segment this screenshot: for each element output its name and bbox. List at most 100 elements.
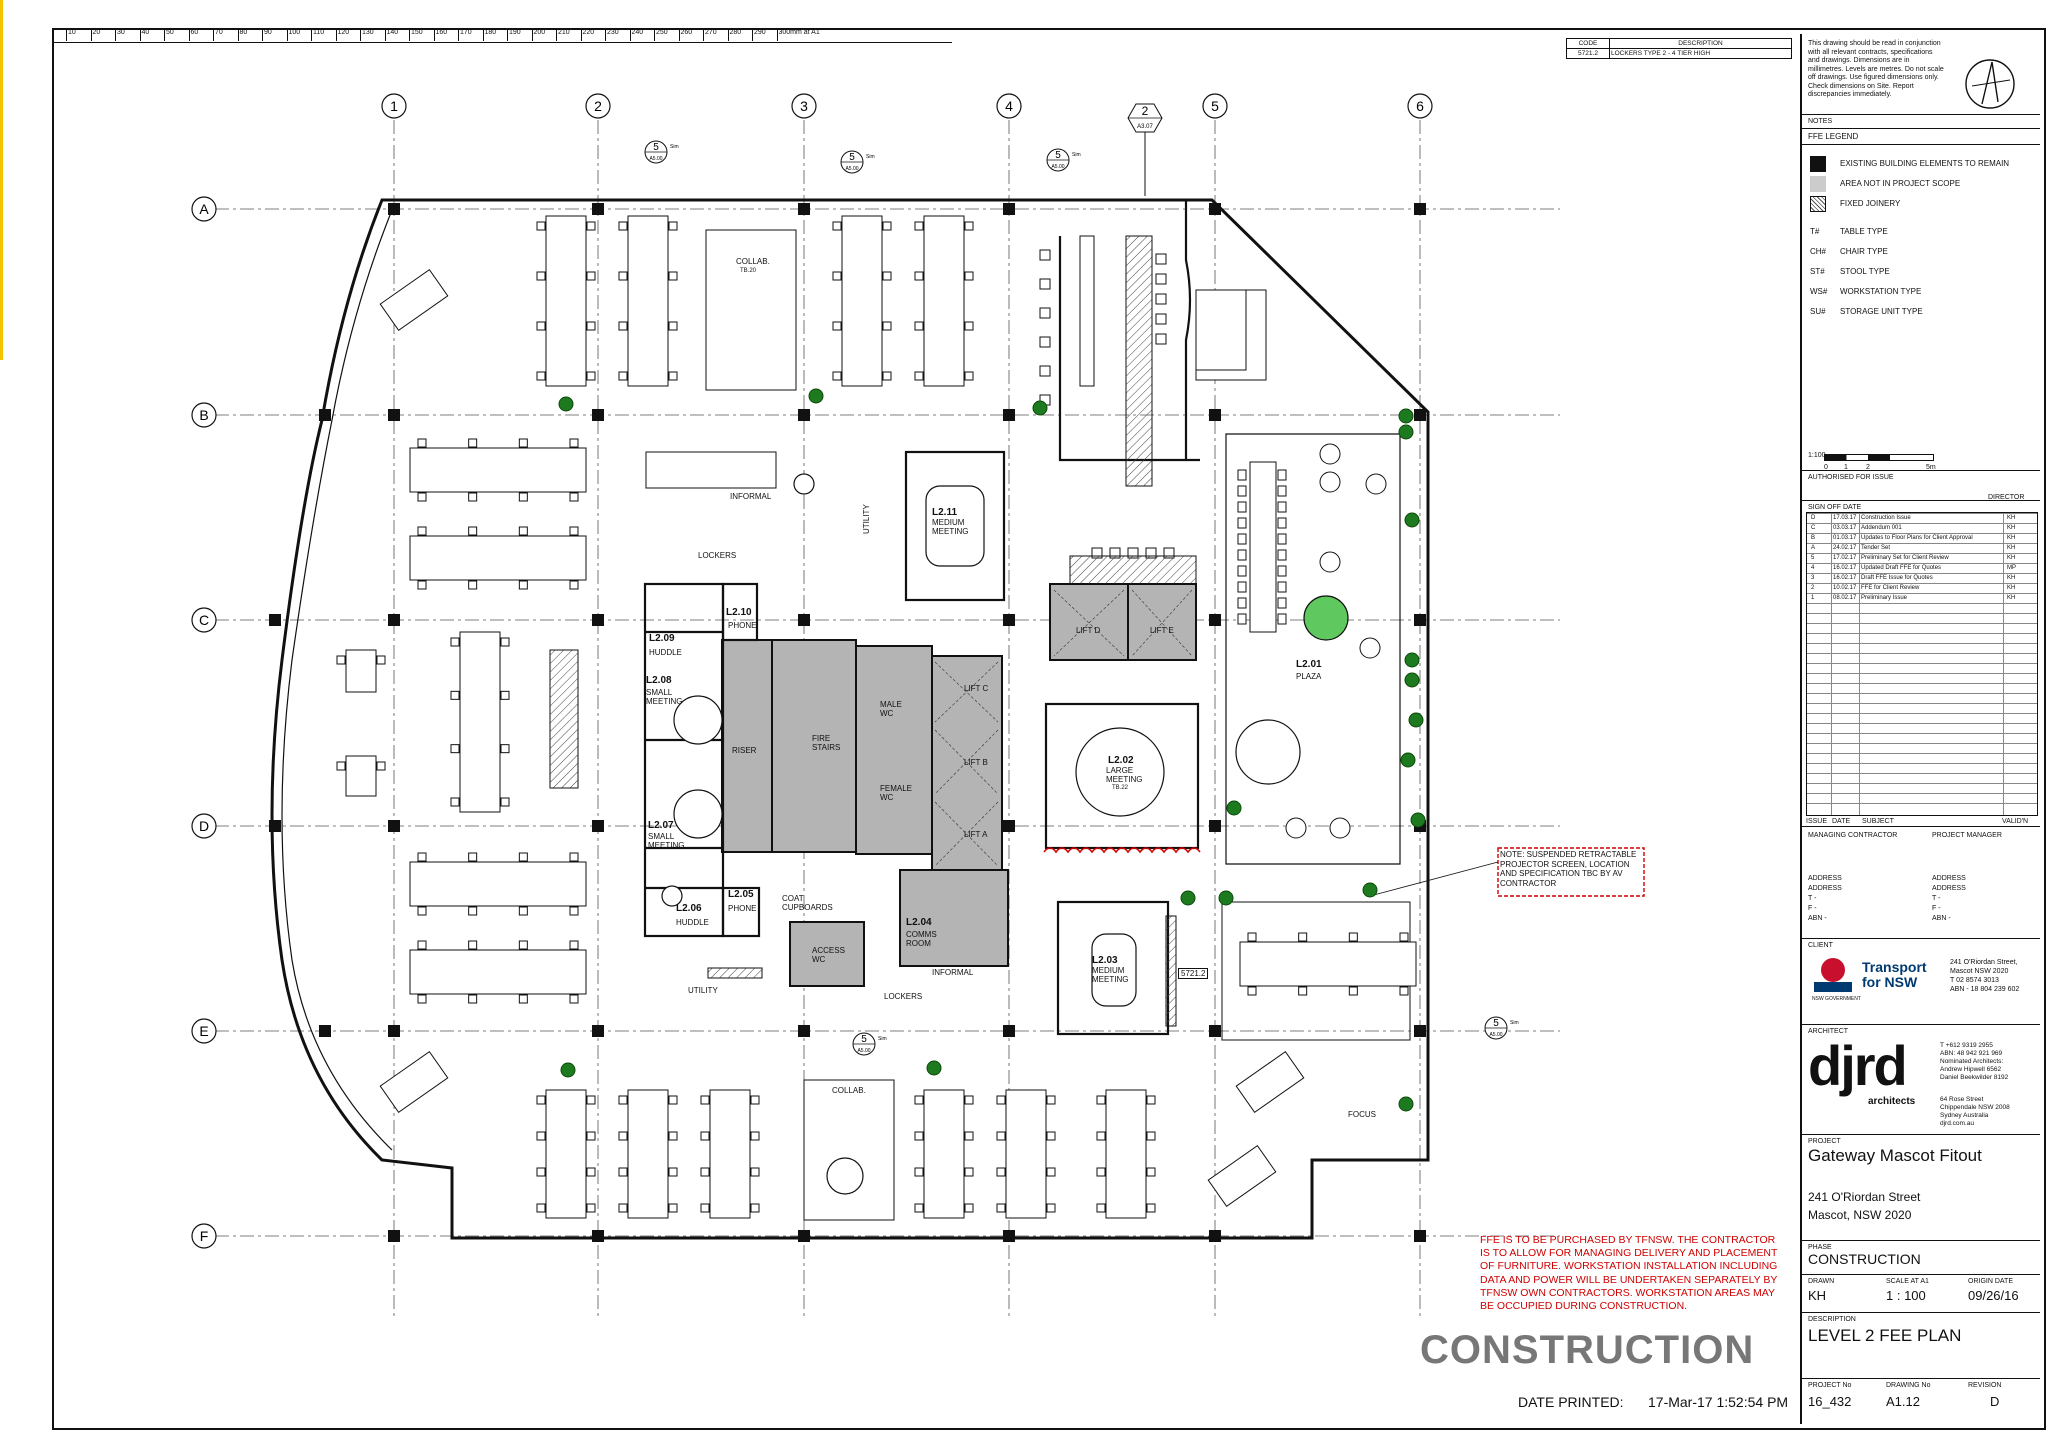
rev-row-line (1807, 733, 2037, 734)
chair (668, 271, 678, 281)
room-label-lift-e: LIFT E (1150, 626, 1174, 635)
client-logo-text: Transport for NSW (1862, 959, 1927, 990)
chair (468, 580, 478, 590)
stool (1277, 597, 1287, 609)
pm-address-line-1: ADDRESS (1932, 885, 1966, 892)
grid-column-label: 4 (1005, 98, 1013, 114)
plant-icon (1218, 890, 1234, 906)
client-address-2: T 02 8574 3013 (1950, 977, 1999, 984)
architect-address: 64 Rose Street Chippendale NSW 2008 Sydn… (1940, 1096, 2010, 1128)
pm-address: ADDRESS ADDRESS T - F - ABN - (1932, 874, 1966, 924)
stool (1237, 581, 1247, 593)
structural-column (319, 409, 331, 421)
chair (1298, 932, 1308, 942)
structural-column (798, 203, 810, 215)
chair (376, 761, 386, 771)
chair (1046, 1131, 1056, 1141)
room-tb-l202: TB.22 (1112, 785, 1129, 791)
chair (1046, 1203, 1056, 1213)
rev-row-line (1807, 633, 2037, 634)
grid-bubble-row: C (191, 607, 217, 633)
ruler-tick: 210 (556, 29, 570, 41)
chair (417, 526, 427, 536)
rev-cell-rev: A (1811, 545, 1816, 551)
structural-column (798, 409, 810, 421)
rev-cell-by: KH (2007, 525, 2016, 531)
chair (468, 906, 478, 916)
code-header: CODE (1566, 38, 1610, 49)
section-sim: Sim (866, 154, 875, 160)
section-ref: A5.00 (1051, 164, 1064, 170)
architect-contact: T +612 9319 2955 ABN: 48 942 921 969 Nom… (1940, 1042, 2008, 1082)
architect-logo: djrd (1808, 1034, 1908, 1097)
ruler-tick: 90 (262, 29, 272, 41)
room-label-riser: RISER (732, 746, 757, 755)
chair (450, 797, 460, 807)
structural-column (1414, 614, 1426, 626)
stool (1237, 597, 1247, 609)
chair (569, 906, 579, 916)
legend-not-in-scope: AREA NOT IN PROJECT SCOPE (1840, 179, 1961, 188)
architect-contact-1: ABN: 48 942 921 969 (1940, 1050, 2003, 1057)
chair (468, 940, 478, 950)
chair (832, 371, 842, 381)
rev-row-line (1807, 683, 2037, 684)
structural-column (388, 614, 400, 626)
chair (468, 526, 478, 536)
chair (996, 1131, 1006, 1141)
room-ref-code: 5721.2 (1178, 968, 1209, 979)
structural-column (1414, 203, 1426, 215)
room-name-l202: LARGE MEETING (1106, 766, 1143, 784)
room-name-l206: HUDDLE (676, 918, 709, 927)
ruler-tick: 60 (188, 29, 198, 41)
bench-table (1249, 461, 1277, 633)
chair (536, 1167, 546, 1177)
chair (500, 637, 510, 647)
room-name-l211: MEDIUM MEETING (932, 518, 969, 536)
chair (914, 271, 924, 281)
legend-fixed-joinery: FIXED JOINERY (1840, 199, 1901, 208)
project-label: PROJECT (1808, 1138, 1841, 1145)
chair (1298, 986, 1308, 996)
drawing-no: A1.12 (1886, 1394, 1920, 1409)
ruler-tick: 170 (458, 29, 472, 41)
rev-cell-subject: Updates to Floor Plans for Client Approv… (1861, 535, 1973, 541)
room-label-lift-c: LIFT C (964, 684, 989, 693)
chair (1096, 1095, 1106, 1105)
grid-column-label: 1 (390, 98, 398, 114)
stool (1155, 333, 1167, 345)
angled-desk (379, 1050, 449, 1114)
ruler-tick: 180 (482, 29, 496, 41)
chair (832, 271, 842, 281)
ruler-tick: 220 (580, 29, 594, 41)
room-name-l203: MEDIUM MEETING (1092, 966, 1129, 984)
legend-code-desc: CHAIR TYPE (1840, 247, 1888, 256)
plant-icon (926, 1060, 942, 1076)
room-label-male-wc: MALE WC (880, 700, 902, 718)
scale-tick-5m: 5m (1926, 464, 1936, 471)
rev-row-line (1807, 803, 2037, 804)
chair (336, 761, 346, 771)
structural-column (1209, 203, 1221, 215)
chair (417, 438, 427, 448)
rev-cell-date: 16.02.17 (1833, 575, 1857, 581)
section-sim: Sim (670, 144, 679, 150)
description-label: DESCRIPTION (1808, 1316, 1856, 1323)
rev-row-line (1807, 613, 2037, 614)
room-label-collab-top-tb: TB.20 (740, 268, 757, 274)
rev-row-line (1807, 603, 2037, 604)
chair (618, 1131, 628, 1141)
chair (700, 1131, 710, 1141)
client-nsw: NSW GOVERNMENT (1812, 996, 1861, 1002)
grid-row-label: A (199, 201, 209, 217)
chair (618, 1203, 628, 1213)
ruler-tick: 80 (237, 29, 247, 41)
date-printed: 17-Mar-17 1:52:54 PM (1648, 1394, 1789, 1410)
workstation (996, 1089, 1056, 1219)
chair (618, 271, 628, 281)
revision-label: REVISION (1968, 1382, 2002, 1389)
rev-row-line (1807, 713, 2037, 714)
plant-icon (1404, 672, 1420, 688)
ruler-tick: 110 (311, 29, 324, 41)
